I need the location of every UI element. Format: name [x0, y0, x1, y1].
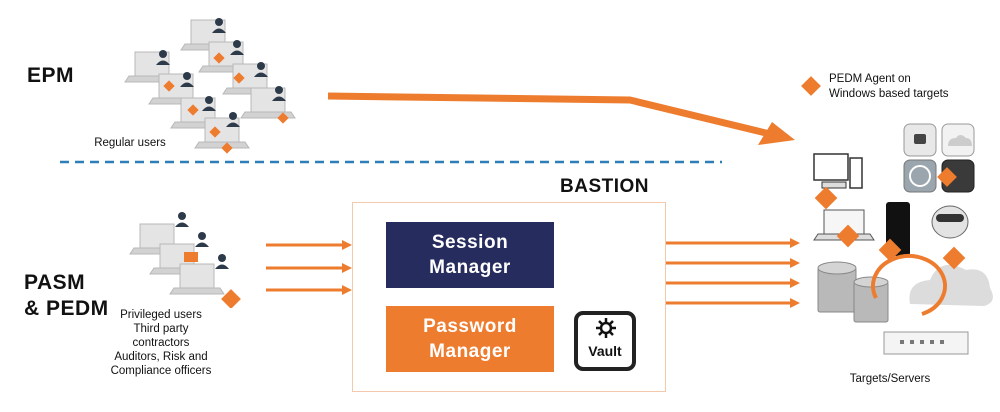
database-icon [817, 261, 889, 323]
epm-label: EPM [27, 64, 75, 87]
caption-line: Privileged users [120, 309, 202, 321]
pasm-label: PASM & PEDM [24, 270, 109, 322]
cloud-icon [909, 264, 993, 306]
refresh-arrow [871, 254, 947, 316]
input-arrows [266, 240, 352, 295]
pasm-label-line2: & PEDM [24, 297, 109, 320]
session-manager-line2: Manager [429, 257, 511, 278]
regular-users-caption: Regular users [94, 137, 166, 149]
privileged-users-caption: Privileged users Third party contractors… [96, 308, 226, 378]
bastion-title: BASTION [560, 176, 649, 197]
epm-arrow-head [758, 122, 795, 145]
password-manager-line1: Password [423, 316, 517, 337]
robot-icon [931, 205, 969, 239]
network-switch-icon [883, 331, 969, 355]
pasm-label-line1: PASM [24, 271, 86, 294]
caption-line: Compliance officers [110, 365, 212, 377]
caption-line: contractors [132, 337, 190, 349]
epm-arrow [327, 92, 771, 138]
vault-label: Vault [588, 343, 622, 359]
desktop-icon [813, 153, 863, 189]
session-manager-line1: Session [431, 232, 509, 253]
pedm-agent-diamond [221, 289, 241, 308]
legend-text: PEDM Agent on Windows based targets [829, 72, 949, 102]
caption-line: Third party [133, 323, 189, 335]
caption-line: Auditors, Risk and [114, 351, 208, 363]
privileged-users-cluster [129, 212, 241, 308]
vault-safe-icon: Vault [574, 311, 636, 371]
targets-cluster [813, 123, 993, 355]
output-arrows [664, 238, 800, 308]
highlight-screen [184, 252, 198, 262]
legend-line2: Windows based targets [829, 88, 949, 100]
gear-icon [596, 318, 616, 338]
app-store-icon [903, 159, 937, 193]
legend-line1: PEDM Agent on [829, 73, 911, 85]
session-manager-block: Session Manager [386, 222, 554, 288]
targets-caption: Targets/Servers [849, 373, 931, 385]
password-manager-line2: Manager [429, 341, 511, 362]
password-manager-block: Password Manager [386, 306, 554, 372]
regular-users-cluster [124, 18, 296, 154]
